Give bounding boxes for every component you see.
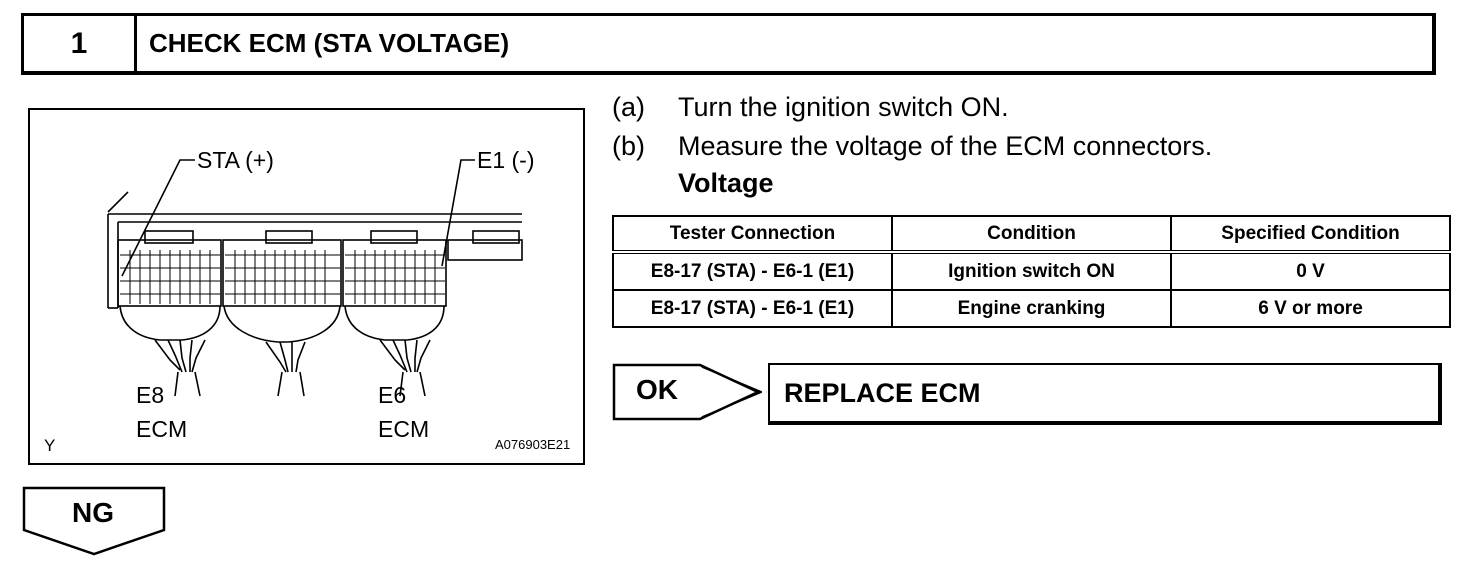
voltage-subheading: Voltage (678, 168, 774, 198)
ok-label: OK (636, 374, 678, 405)
figure-id: A076903E21 (495, 437, 571, 452)
cell-specified-condition: 6 V or more (1170, 289, 1451, 328)
connector-illustration: STA (+) E1 (-) E8 ECM E6 ECM Y A076903E2… (28, 108, 585, 465)
cell-condition: Ignition switch ON (891, 251, 1172, 291)
table-header-row: Tester Connection Condition Specified Co… (612, 215, 1451, 254)
ng-label: NG (72, 497, 114, 528)
step-number: 1 (24, 16, 137, 71)
header-specified-condition: Specified Condition (1170, 215, 1451, 254)
ng-arrow-icon (22, 486, 166, 556)
table-row: E8-17 (STA) - E6-1 (E1) Engine cranking … (612, 289, 1451, 328)
header-tester-connection: Tester Connection (612, 215, 893, 254)
voltage-spec-table: Tester Connection Condition Specified Co… (612, 215, 1451, 328)
cell-tester-connection: E8-17 (STA) - E6-1 (E1) (612, 251, 893, 291)
sta-pin-label: STA (+) (197, 147, 274, 173)
instruction-b-letter: (b) (612, 131, 645, 161)
table-row: E8-17 (STA) - E6-1 (E1) Ignition switch … (612, 251, 1451, 291)
cell-specified-condition: 0 V (1170, 251, 1451, 291)
step-header: 1 CHECK ECM (STA VOLTAGE) (21, 13, 1436, 75)
corner-mark: Y (44, 436, 56, 455)
connector-e8-label: E8 ECM (136, 382, 188, 442)
instruction-b-text: Measure the voltage of the ECM connector… (678, 131, 1213, 161)
ok-arrow-icon (612, 363, 762, 421)
step-title: CHECK ECM (STA VOLTAGE) (149, 28, 510, 58)
instruction-a-letter: (a) (612, 92, 645, 122)
ecm-connector-drawing (107, 159, 523, 397)
header-condition: Condition (891, 215, 1172, 254)
instruction-a-text: Turn the ignition switch ON. (678, 92, 1009, 122)
replace-ecm-result: REPLACE ECM (768, 363, 1442, 425)
connector-e6-label: E6 ECM (378, 382, 430, 442)
cell-condition: Engine cranking (891, 289, 1172, 328)
e1-pin-label: E1 (-) (477, 147, 535, 173)
cell-tester-connection: E8-17 (STA) - E6-1 (E1) (612, 289, 893, 328)
